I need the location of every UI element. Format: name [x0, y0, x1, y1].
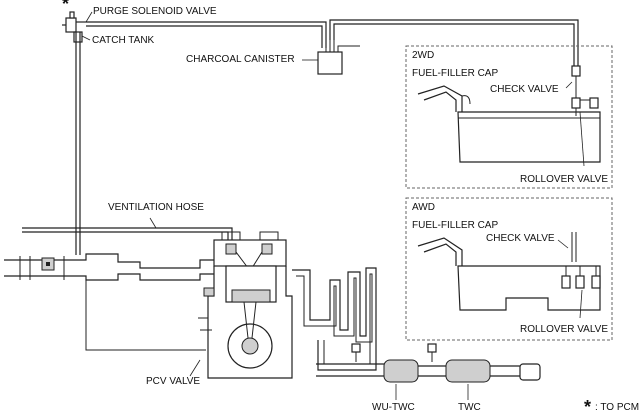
- panel-awd-check-valve-label: CHECK VALVE: [486, 233, 555, 244]
- panel-awd-rollover-valve-1: [561, 275, 571, 289]
- pcv-valve-label: PCV VALVE: [146, 376, 200, 387]
- catch-tank: [73, 31, 83, 43]
- panel-awd: AWD FUEL-FILLER CAP CHECK VALVE ROLLOVER…: [405, 197, 613, 341]
- pcm-marker-asterisk: *: [62, 0, 69, 14]
- panel-2wd-rollover-valve-2: [589, 97, 599, 109]
- panel-awd-rollover-valve-3: [591, 275, 601, 289]
- panel-2wd: 2WD FUEL-FILLER CAP CHECK VALVE ROLLOVER…: [405, 45, 613, 189]
- panel-2wd-check-valve-label: CHECK VALVE: [490, 84, 559, 95]
- panel-2wd-title: 2WD: [412, 50, 434, 61]
- purge-solenoid-valve-label: PURGE SOLENOID VALVE: [93, 6, 217, 17]
- engine: [198, 231, 293, 379]
- legend-asterisk: *: [584, 397, 591, 417]
- panel-awd-fuel-filler-cap-label: FUEL-FILLER CAP: [412, 220, 498, 231]
- wu-twc-label: WU-TWC: [372, 402, 415, 413]
- pcv-valve: [203, 287, 215, 297]
- panel-2wd-rollover-valve-label: ROLLOVER VALVE: [520, 174, 608, 185]
- panel-2wd-check-valve: [571, 65, 581, 77]
- o2-sensor-rear: [427, 343, 437, 353]
- wu-twc-converter: [383, 359, 419, 383]
- charcoal-canister-label: CHARCOAL CANISTER: [186, 54, 295, 65]
- o2-sensor-front: [351, 343, 361, 353]
- panel-2wd-rollover-valve-1: [571, 97, 581, 109]
- legend-to-pcm: : TO PCM: [595, 402, 639, 413]
- panel-awd-title: AWD: [412, 202, 435, 213]
- exhaust-tail: [519, 363, 541, 381]
- ventilation-hose-label: VENTILATION HOSE: [108, 202, 204, 213]
- twc-label: TWC: [458, 402, 481, 413]
- purge-solenoid-valve: [62, 11, 86, 33]
- panel-awd-rollover-valve-2: [575, 275, 585, 289]
- intake-tube: [4, 253, 214, 281]
- panel-2wd-fuel-filler-cap-label: FUEL-FILLER CAP: [412, 68, 498, 79]
- charcoal-canister: [317, 40, 360, 75]
- catch-tank-label: CATCH TANK: [92, 35, 155, 46]
- twc-converter: [445, 359, 491, 383]
- panel-awd-rollover-valve-label: ROLLOVER VALVE: [520, 324, 608, 335]
- exhaust-manifold: [292, 267, 377, 371]
